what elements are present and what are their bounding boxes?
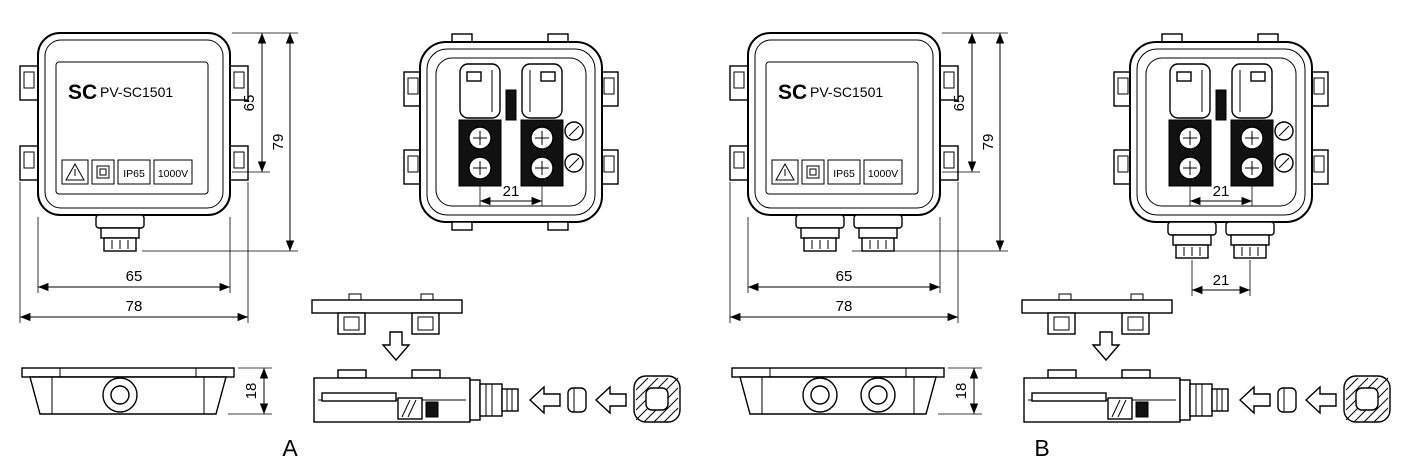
brand-text: SC <box>68 81 97 104</box>
dim-overall-width: 78 <box>836 298 853 315</box>
voltage-rating-text: 1000V <box>158 168 188 180</box>
variant-label-b: B <box>1034 435 1049 461</box>
ip-rating-text: IP65 <box>833 168 855 180</box>
dim-gland-pitch: 21 <box>1213 272 1230 289</box>
exploded-view <box>311 293 681 423</box>
variant-b-drawing: SC PV-SC1501 IP65 1000V 65 79 65 78 21 2… <box>730 33 1391 461</box>
dim-overall-width: 78 <box>126 298 143 315</box>
cable-gland-bottom <box>102 377 138 413</box>
ip-rating-text: IP65 <box>123 168 145 180</box>
dim-body-width: 65 <box>126 268 143 285</box>
dim-profile-height: 18 <box>243 383 260 400</box>
dim-terminal-pitch: 21 <box>1213 183 1230 200</box>
model-text: PV-SC1501 <box>100 84 173 100</box>
cable-gland-front <box>795 214 845 252</box>
cable-gland-front <box>95 214 145 252</box>
voltage-rating-text: 1000V <box>868 168 898 180</box>
dim-body-width: 65 <box>836 268 853 285</box>
variant-a-drawing: SC PV-SC1501 IP65 1000V 65 79 65 78 21 1… <box>20 33 681 461</box>
bottom-tab <box>451 221 473 231</box>
brand-text: SC <box>778 81 807 104</box>
variant-label-a: A <box>282 435 298 461</box>
cable-gland-front <box>853 214 903 252</box>
dim-overall-height: 79 <box>270 134 287 151</box>
cable-gland-front <box>1167 221 1217 259</box>
model-text: PV-SC1501 <box>810 84 883 100</box>
dim-body-height: 65 <box>241 95 258 112</box>
dim-profile-height: 18 <box>953 383 970 400</box>
cable-gland-bottom <box>802 377 838 413</box>
exploded-view <box>1021 293 1391 423</box>
cable-gland-bottom <box>860 377 896 413</box>
cable-gland-front <box>1225 221 1275 259</box>
side-view <box>22 368 272 414</box>
dim-overall-height: 79 <box>980 134 997 151</box>
side-view <box>732 368 982 414</box>
bottom-tab <box>547 221 569 231</box>
dim-body-height: 65 <box>951 95 968 112</box>
dim-terminal-pitch: 21 <box>503 183 520 200</box>
